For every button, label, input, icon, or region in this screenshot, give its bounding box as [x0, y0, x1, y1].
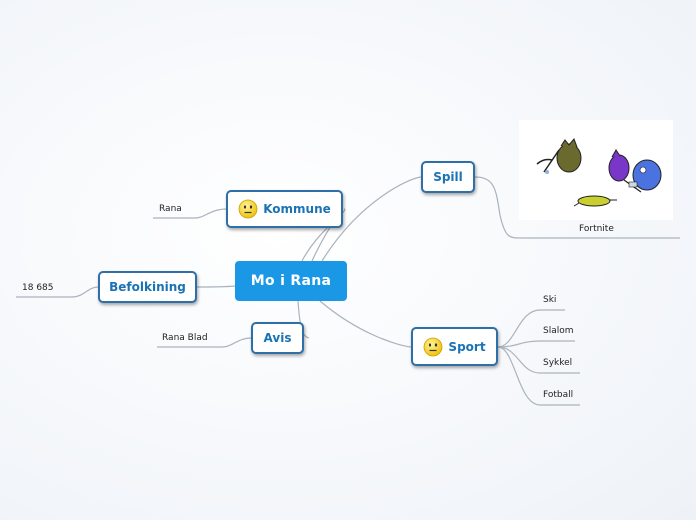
- neutral-face-icon: [423, 337, 443, 357]
- fortnite-cartoon-image: [519, 120, 673, 220]
- topic-spill-label: Spill: [433, 170, 463, 184]
- neutral-face-icon: [238, 199, 258, 219]
- topic-sport[interactable]: Sport: [411, 327, 498, 366]
- subtopic-rana[interactable]: Rana: [159, 204, 182, 214]
- connector-sykkel: [497, 346, 580, 374]
- topic-avis[interactable]: Avis: [251, 322, 304, 354]
- subtopic-ski[interactable]: Ski: [543, 295, 557, 305]
- connector-slalom: [497, 340, 575, 348]
- topic-kommune[interactable]: Kommune: [226, 190, 343, 228]
- topic-avis-label: Avis: [263, 331, 292, 345]
- topic-sport-label: Sport: [448, 339, 486, 354]
- topic-befolkning[interactable]: Befolkining: [98, 271, 197, 303]
- subtopic-fotball[interactable]: Fotball: [543, 390, 574, 400]
- connector-befolkning: [196, 285, 236, 288]
- topic-spill[interactable]: Spill: [421, 161, 475, 193]
- connector-fotball: [497, 346, 580, 406]
- subtopic-18685[interactable]: 18 685: [22, 283, 54, 293]
- subtopic-sykkel[interactable]: Sykkel: [543, 358, 573, 368]
- root-topic[interactable]: Mo i Rana: [235, 261, 347, 301]
- subtopic-slalom[interactable]: Slalom: [543, 326, 574, 336]
- connector-rana-blad: [157, 337, 252, 348]
- subtopic-rana-blad[interactable]: Rana Blad: [162, 333, 208, 343]
- connector-spill: [321, 176, 422, 262]
- connector-fortnite: [474, 176, 680, 239]
- subtopic-fortnite[interactable]: Fortnite: [579, 224, 614, 234]
- topic-kommune-label: Kommune: [263, 202, 331, 216]
- connector-sport: [319, 300, 412, 348]
- connector-18685: [16, 286, 99, 298]
- connector-ski: [497, 309, 565, 348]
- topic-befolkning-label: Befolkining: [109, 280, 186, 294]
- connector-rana: [153, 208, 228, 219]
